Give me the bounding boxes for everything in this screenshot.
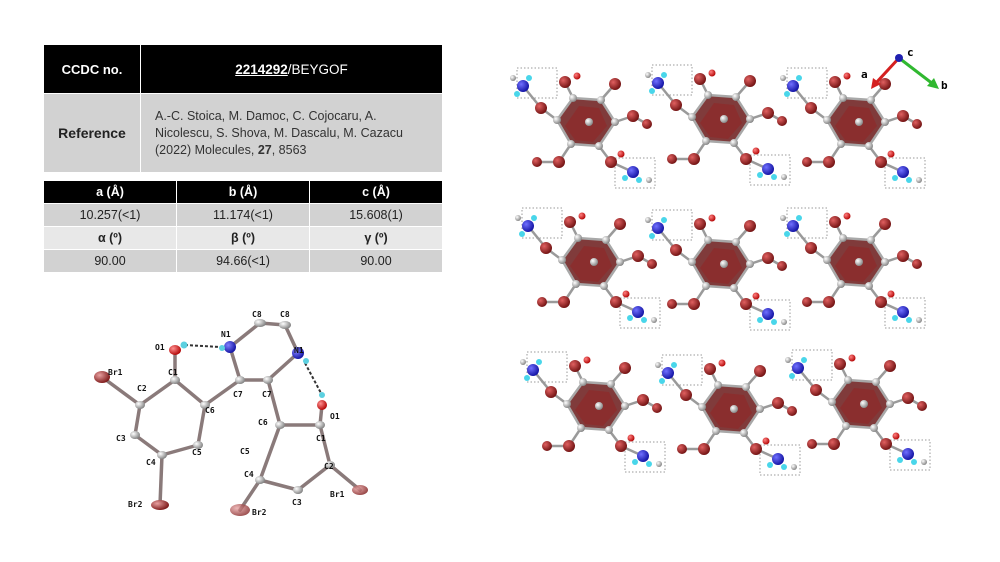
refcode: BEYGOF — [291, 61, 348, 77]
label-c5-left: C5 — [192, 448, 202, 457]
reference-citation: A.-C. Stoica, M. Damoc, C. Cojocaru, A. … — [140, 93, 443, 173]
citation-pages: , 8563 — [271, 142, 307, 157]
header-c: c (Å) — [309, 180, 443, 204]
axis-b-arrow — [898, 56, 934, 86]
label-n1-right: N1 — [294, 346, 304, 355]
label-c1-right: C1 — [316, 434, 326, 443]
header-gamma: γ (º) — [309, 226, 443, 250]
axis-c-point — [895, 54, 903, 62]
header-a: a (Å) — [43, 180, 177, 204]
packing-units — [508, 63, 932, 477]
label-c5-right: C5 — [240, 447, 250, 456]
hydrogen-bonds — [184, 344, 323, 396]
label-c6-right: C6 — [258, 418, 268, 427]
axis-a-arrow — [873, 56, 901, 86]
label-o1-right: O1 — [330, 412, 340, 421]
label-c2-left: C2 — [137, 384, 147, 393]
label-br1-left: Br1 — [108, 368, 123, 377]
value-gamma: 90.00 — [309, 249, 443, 273]
label-c2-right: C2 — [324, 462, 334, 471]
label-c3-right: C3 — [292, 498, 302, 507]
label-c1-left: C1 — [168, 368, 178, 377]
citation-volume: 27 — [257, 142, 272, 157]
label-c7-a: C7 — [233, 390, 243, 399]
label-br1-right: Br1 — [330, 490, 345, 499]
label-br2-left: Br2 — [128, 500, 143, 509]
header-beta: β (º) — [176, 226, 310, 250]
value-c: 15.608(1) — [309, 203, 443, 227]
bonds — [100, 321, 362, 512]
header-b: b (Å) — [176, 180, 310, 204]
ccdc-code-link[interactable]: 2214292 — [235, 61, 288, 77]
ccdc-value: 2214292/BEYGOF — [140, 44, 443, 94]
molecular-structure-figure: O1 N1 C8 C8 N1 Br1 C1 C2 C7 C7 C6 C3 C4 … — [94, 310, 368, 517]
label-br2-right: Br2 — [252, 508, 267, 517]
label-c8-a: C8 — [252, 310, 262, 319]
label-c4-right: C4 — [244, 470, 254, 479]
label-c4-left: C4 — [146, 458, 156, 467]
label-c7-b: C7 — [262, 390, 272, 399]
ccdc-label: CCDC no. — [43, 44, 141, 94]
value-alpha: 90.00 — [43, 249, 177, 273]
crystal-packing-figure: a b c — [508, 46, 948, 477]
label-n1-left: N1 — [221, 330, 231, 339]
label-c6-left: C6 — [205, 406, 215, 415]
axis-c-label: c — [907, 46, 914, 59]
citation-text: A.-C. Stoica, M. Damoc, C. Cojocaru, A. … — [155, 108, 404, 157]
value-beta: 94.66(<1) — [176, 249, 310, 273]
value-a: 10.257(<1) — [43, 203, 177, 227]
atom-labels: O1 N1 C8 C8 N1 Br1 C1 C2 C7 C7 C6 C3 C4 … — [108, 310, 345, 517]
reference-table: CCDC no. 2214292/BEYGOF Reference A.-C. … — [43, 44, 443, 173]
axes-indicator: a b c — [861, 46, 948, 92]
label-c3-left: C3 — [116, 434, 126, 443]
axis-a-label: a — [861, 68, 868, 81]
label-c8-b: C8 — [280, 310, 290, 319]
cell-parameters-table: a (Å) b (Å) c (Å) 10.257(<1) 11.174(<1) … — [43, 180, 443, 273]
value-b: 11.174(<1) — [176, 203, 310, 227]
header-alpha: α (º) — [43, 226, 177, 250]
ccdc-separator: / — [287, 61, 292, 77]
axis-b-label: b — [941, 79, 948, 92]
atoms — [94, 319, 368, 516]
label-o1-left: O1 — [155, 343, 165, 352]
reference-label: Reference — [43, 93, 141, 173]
